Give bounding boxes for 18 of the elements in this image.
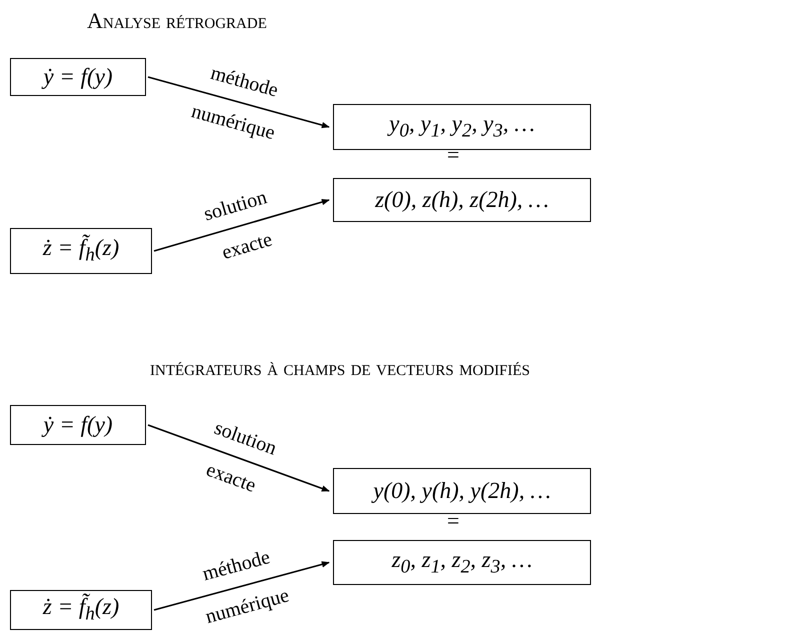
arrow (148, 76, 330, 128)
equation-box: z(0), z(h), z(2h), … (333, 178, 591, 222)
equation-box: ż = f̃$_{h}$(z) (10, 228, 152, 274)
edge-label: méthode numérique (198, 545, 292, 630)
edge-label: solution exacte (200, 184, 276, 266)
equation-box: y$_{0}$, y$_{1}$, y$_{2}$, y$_{3}$, … (333, 104, 591, 150)
arrow (154, 198, 330, 252)
edge-label: solution exacte (202, 416, 281, 499)
equation-box: z$_{0}$, z$_{1}$, z$_{2}$, z$_{3}$, … (333, 540, 591, 585)
section-heading: Analyse rétrograde (87, 8, 267, 34)
equation-box: ż = f̃$_{h}$(z) (10, 590, 152, 630)
arrow (154, 561, 330, 611)
equation-box: ẏ = f(y) (10, 58, 146, 96)
section-heading: intégrateurs à champs de vecteurs modifiés (150, 355, 530, 381)
equation-box: y(0), y(h), y(2h), … (333, 468, 591, 514)
edge-label: méthode numérique (188, 60, 282, 146)
equation-box: ẏ = f(y) (10, 405, 146, 445)
arrow (148, 424, 330, 492)
